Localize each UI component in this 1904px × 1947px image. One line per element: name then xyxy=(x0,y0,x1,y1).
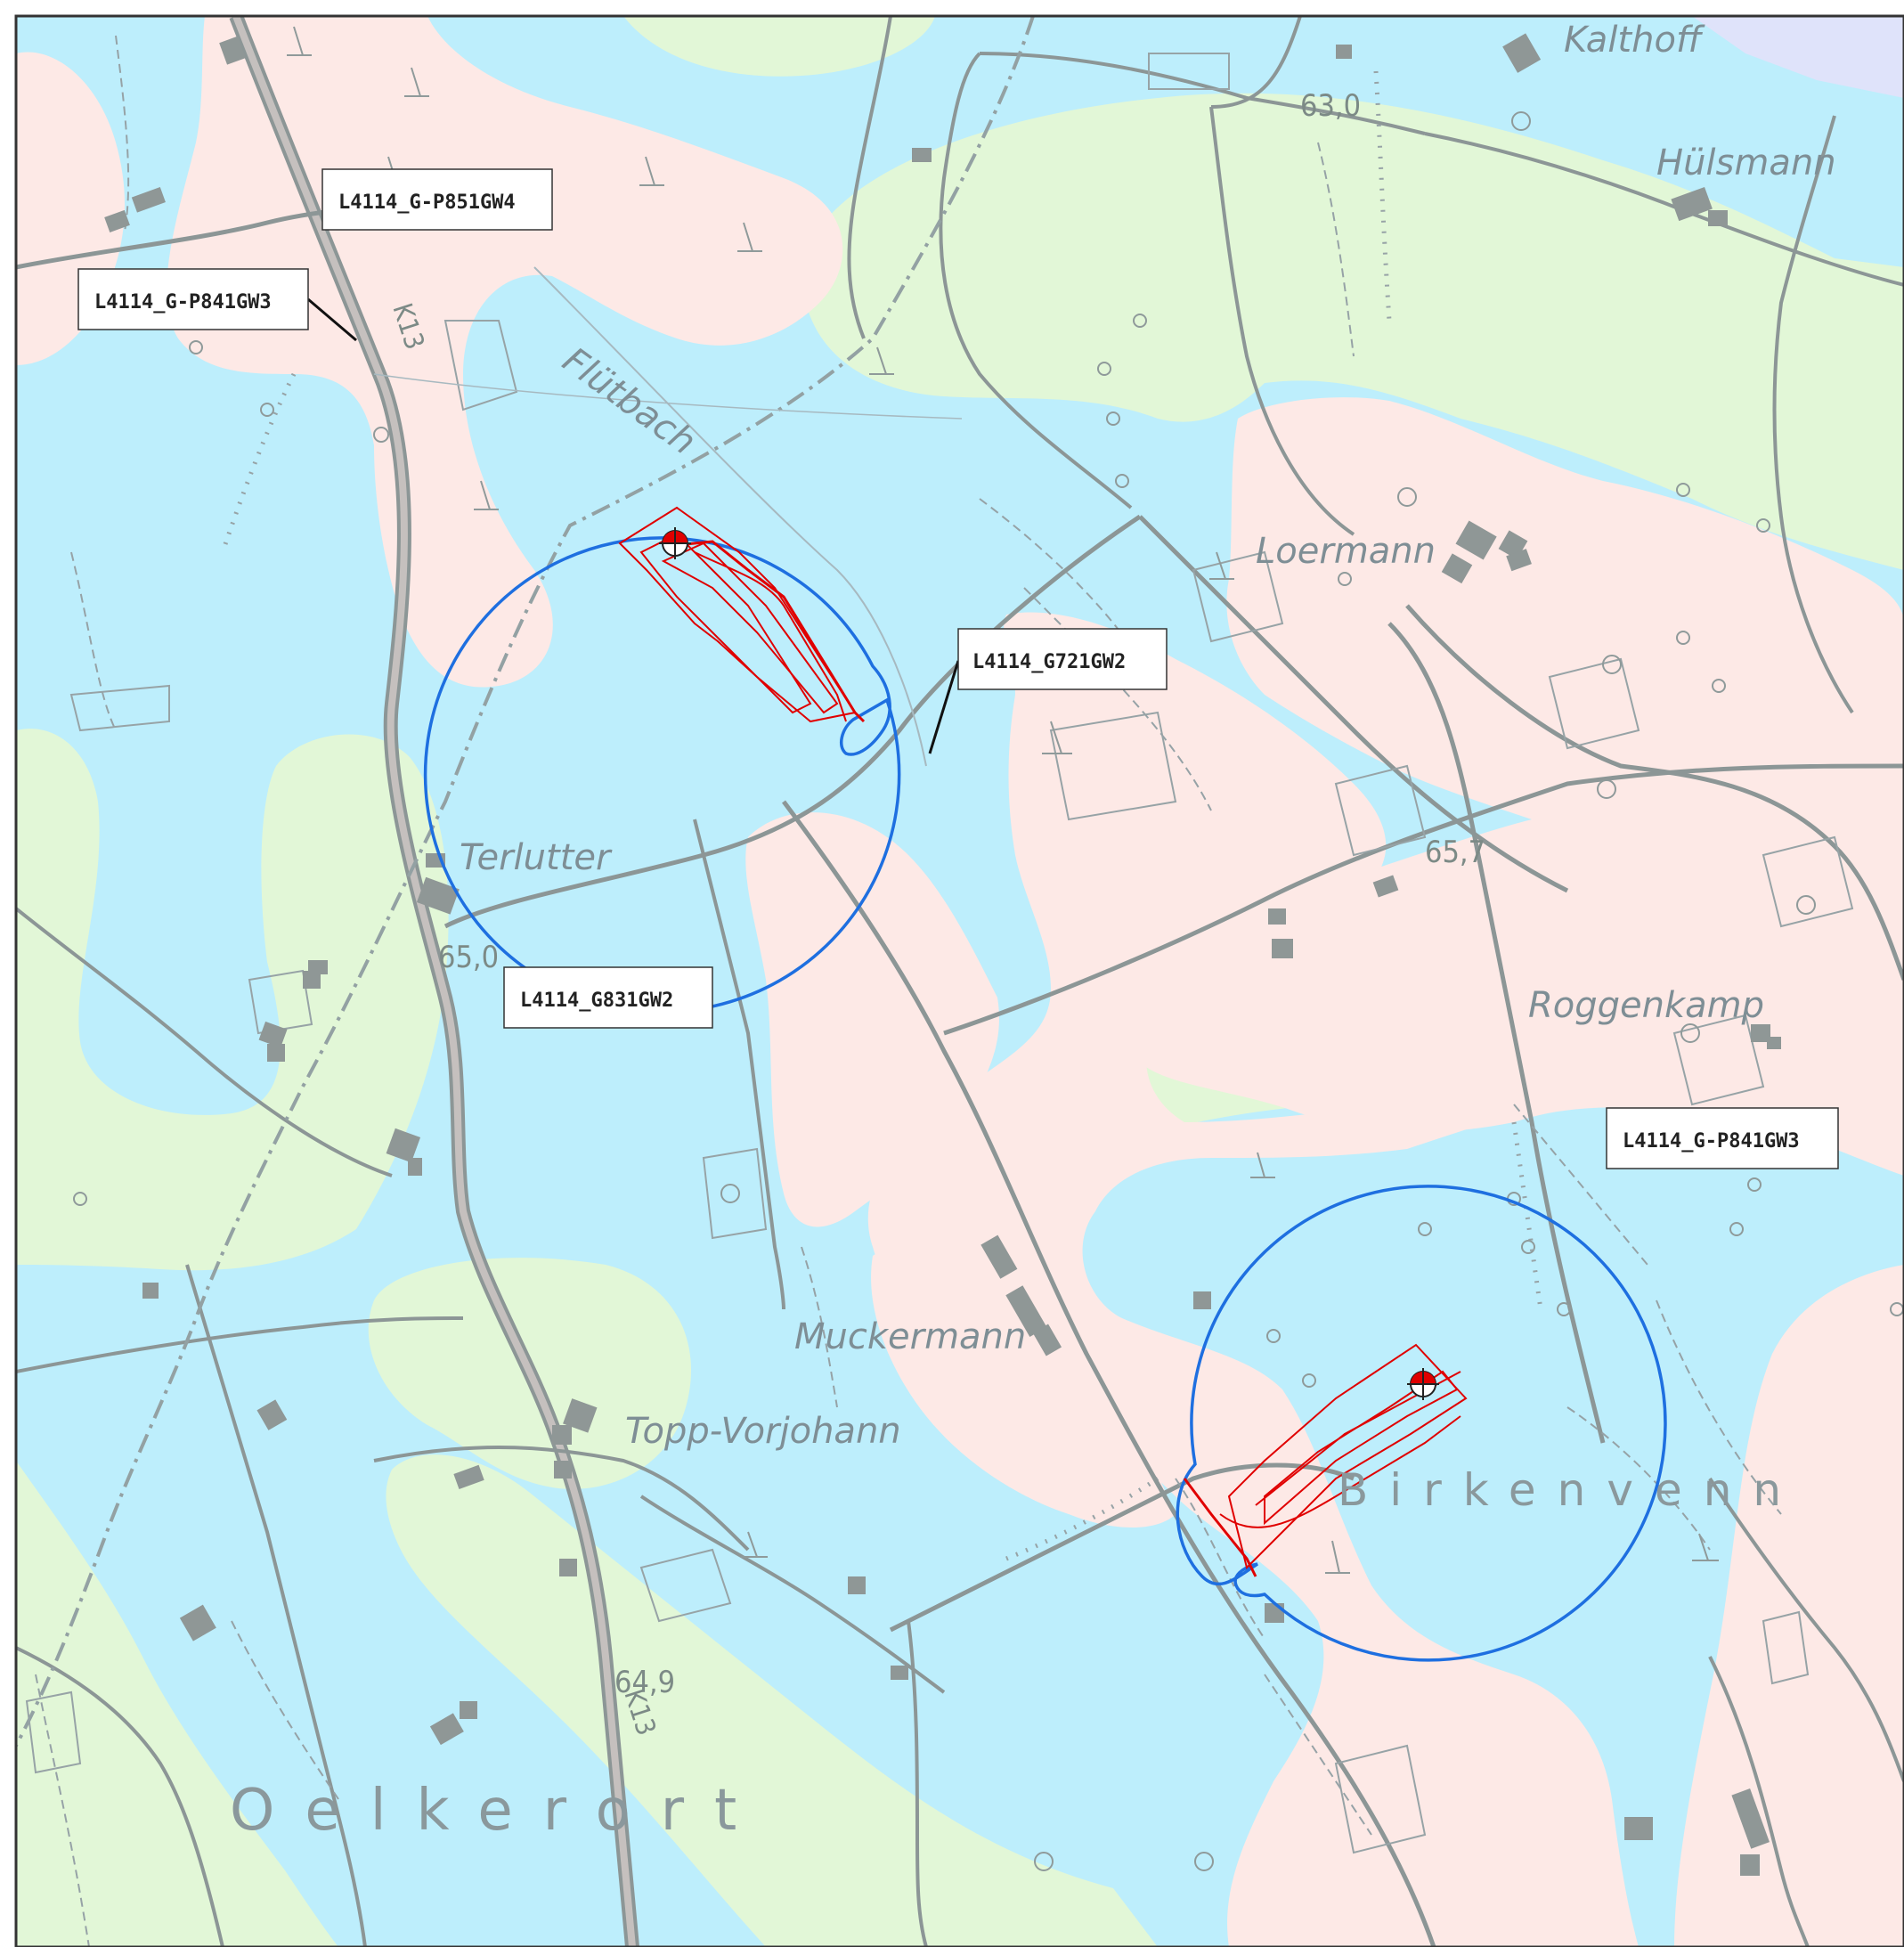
zone-label-p851gw4[interactable]: L4114_G-P851GW4 xyxy=(321,168,553,231)
buildings xyxy=(104,33,1781,1876)
zone-label-p841gw3-east[interactable]: L4114_G-P841GW3 xyxy=(1606,1107,1839,1169)
contour-line xyxy=(373,373,963,420)
hedge-line-4 xyxy=(1511,1121,1543,1310)
buffer-circle-north[interactable] xyxy=(423,536,901,1014)
svg-text:L4114_G-P841GW3: L4114_G-P841GW3 xyxy=(1623,1130,1800,1153)
svg-text:L4114_G831GW2: L4114_G831GW2 xyxy=(520,990,673,1012)
place-oelkerort: Oelkerort xyxy=(230,1778,767,1844)
vegetation-symbols xyxy=(73,26,1904,1871)
road-network xyxy=(16,16,1904,1947)
zone-label-g831gw2[interactable]: L4114_G831GW2 xyxy=(503,966,713,1029)
tracks xyxy=(35,35,1782,1947)
place-birkenvenn: Birkenvenn xyxy=(1338,1464,1802,1516)
pink-zone-muckermann xyxy=(871,1234,1176,1527)
lavender-zone xyxy=(1692,16,1904,98)
spot-height-64-9: 64,9 xyxy=(614,1665,675,1700)
green-zone-west xyxy=(16,729,449,1271)
green-zone-south-diagonal xyxy=(386,1454,1158,1947)
svg-text:L4114_G721GW2: L4114_G721GW2 xyxy=(972,651,1126,673)
site-outline-north[interactable] xyxy=(618,506,866,723)
zone-label-p841gw3-west[interactable]: L4114_G-P841GW3 xyxy=(77,268,309,330)
crosshair-well-icon-south[interactable] xyxy=(1407,1368,1439,1400)
buffer-circle-south[interactable] xyxy=(1176,1185,1667,1662)
spot-height-65-7: 65,7 xyxy=(1425,835,1485,870)
spot-height-63: 63,0 xyxy=(1300,88,1361,124)
pink-zone-mid xyxy=(745,812,999,1227)
place-huelsmann: Hülsmann xyxy=(1656,143,1836,183)
green-zone-southwest xyxy=(16,1461,338,1947)
pink-zone-central xyxy=(867,612,1639,1947)
green-zone-top xyxy=(623,16,935,77)
green-zone-north xyxy=(801,93,1904,570)
pink-zone-east xyxy=(1127,397,1904,1947)
zone-label-g721gw2[interactable]: L4114_G721GW2 xyxy=(957,628,1168,690)
place-topp-vorjohann: Topp-Vorjohann xyxy=(625,1411,901,1452)
leader-line-p841-west xyxy=(307,297,357,342)
svg-text:L4114_G-P841GW3: L4114_G-P841GW3 xyxy=(94,291,272,314)
place-kalthoff: Kalthoff xyxy=(1564,20,1705,61)
district-boundary xyxy=(16,16,1035,1747)
place-roggenkamp: Roggenkamp xyxy=(1528,985,1764,1026)
crosshair-well-icon[interactable] xyxy=(659,527,691,559)
place-muckermann: Muckermann xyxy=(794,1316,1026,1357)
hedge-line-2 xyxy=(220,372,297,553)
place-loermann: Loermann xyxy=(1256,531,1436,572)
parcels xyxy=(25,53,1854,1854)
stream-line xyxy=(533,266,927,767)
svg-text:L4114_G-P851GW4: L4114_G-P851GW4 xyxy=(338,191,516,214)
leader-line-g721 xyxy=(928,660,960,754)
map-border xyxy=(14,14,1904,1947)
place-terlutter: Terlutter xyxy=(460,837,613,878)
spot-height-65-0: 65,0 xyxy=(438,940,499,975)
